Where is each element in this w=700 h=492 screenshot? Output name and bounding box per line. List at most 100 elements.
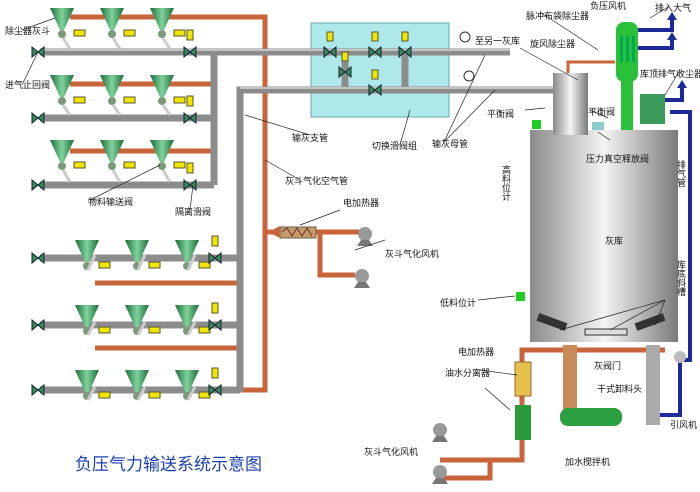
actuator-icon [371, 69, 379, 80]
actuator-icon [341, 51, 349, 62]
pressure-vacuum-relief-valve [592, 122, 604, 130]
hopper-unit [100, 140, 136, 183]
valve-icon [323, 45, 337, 59]
actuator-icon [186, 162, 194, 174]
valve-icon [208, 318, 222, 332]
exhaust-arrow-icon [667, 32, 677, 40]
cyclone-separator [553, 73, 588, 135]
conveying-pipes [40, 48, 555, 394]
hopper-fan-top-2 [354, 269, 370, 288]
actuator-icon [173, 161, 186, 169]
high-level-indicator [532, 120, 541, 129]
valve-icon [31, 383, 45, 397]
hopper-unit [175, 370, 211, 401]
roof-exhaust-filter [640, 94, 665, 124]
label-balance-valve-right: 平衡阀 [588, 106, 615, 118]
dry-unloading-head [646, 345, 660, 425]
hopper-unit [175, 240, 211, 271]
actuator-icon [123, 161, 136, 169]
hopper-unit [75, 370, 111, 401]
pulse-bag-filter [616, 22, 638, 130]
valve-icon [31, 251, 45, 265]
actuator-icon [211, 302, 219, 314]
bottom-chute [584, 328, 628, 336]
actuator-icon [73, 161, 86, 169]
actuator-icon [401, 31, 409, 42]
ash-gate-left [563, 345, 577, 425]
label-ash-gate: 灰阀门 [594, 360, 621, 372]
hopper-unit [50, 75, 86, 116]
actuator-icon [186, 29, 194, 41]
actuator-icon [98, 261, 111, 269]
pressure-gauge-icon [459, 31, 471, 43]
water-mixer [560, 408, 622, 426]
label-isolation-valve: 隔离滑阀 [175, 206, 211, 218]
hopper-unit [125, 240, 161, 271]
actuator-icon [123, 96, 136, 104]
label-fan-bottom: 灰斗气化风机 [364, 446, 418, 458]
hopper-unit [175, 305, 211, 336]
label-fan-top: 灰斗气化风机 [385, 248, 439, 260]
actuator-icon [173, 29, 186, 37]
label-to-other-silo: 至另一灰库 [475, 35, 520, 47]
actuator-icon [98, 326, 111, 334]
hopper-unit [125, 370, 161, 401]
hopper-unit [150, 8, 186, 50]
label-hopper: 除尘器灰斗 [5, 25, 50, 37]
label-silo: 灰库 [605, 235, 623, 247]
valve-icon [208, 251, 222, 265]
valve-icon [31, 111, 45, 125]
label-vacuum-fan: 负压风机 [590, 0, 626, 12]
label-high-level: 高料位计 [500, 164, 511, 202]
valve-icon [398, 45, 412, 59]
actuator-icon [98, 391, 111, 399]
label-dry-unloader: 干式卸料头 [597, 383, 642, 395]
valve-icon [183, 45, 197, 59]
bottom-chute [536, 313, 568, 331]
actuator-icon [198, 391, 211, 399]
label-hopper-air-pipe: 灰斗气化空气管 [285, 175, 348, 187]
actuator-icon [198, 326, 211, 334]
label-cyclone: 旋风除尘器 [530, 38, 575, 50]
actuator-icon [123, 29, 136, 37]
label-exhaust-pipe: 排气管 [675, 159, 686, 187]
hopper-unit [50, 8, 86, 50]
exhaust-pipes [638, 20, 692, 417]
label-main-pipe: 输灰母管 [432, 138, 468, 150]
diagram-title: 负压气力输送系统示意图 [75, 455, 262, 475]
actuator-icon [326, 31, 334, 42]
label-balance-valve-left: 平衡阀 [487, 108, 514, 120]
label-check-valve: 进气止回阀 [5, 79, 50, 91]
valve-icon [368, 45, 382, 59]
actuator-icon [73, 96, 86, 104]
valve-icon [368, 83, 382, 97]
actuator-icon [148, 326, 161, 334]
label-pulse-filter: 脉冲布袋除尘器 [526, 10, 589, 22]
valve-icon [31, 178, 45, 192]
hopper-unit [150, 75, 186, 116]
actuator-icon [198, 261, 211, 269]
label-oil-water-separator: 油水分离器 [445, 367, 490, 379]
valve-icon [208, 383, 222, 397]
label-heater-bottom: 电加热器 [458, 346, 494, 358]
label-to-atmosphere: 排入大气 [655, 2, 691, 14]
label-pressure-valve: 压力真空释放阀 [586, 153, 649, 165]
label-mixer: 加水搅拌机 [565, 456, 610, 468]
pressure-gauge-icon [463, 70, 475, 82]
label-heater-top: 电加热器 [343, 197, 379, 209]
valve-icon [31, 318, 45, 332]
label-branch-pipe: 输灰支管 [292, 132, 328, 144]
actuator-icon [211, 235, 219, 247]
exhaust-arrow-icon [667, 12, 677, 20]
low-level-indicator [516, 292, 525, 301]
electric-heater-bottom [514, 361, 532, 397]
label-roof-filter: 库顶排气收尘器 [640, 68, 700, 80]
label-material-valve: 物料输送阀 [88, 196, 133, 208]
hopper-fan-bottom-2 [432, 465, 448, 484]
label-bottom-chute: 库底斜槽 [675, 259, 686, 297]
hopper-fan-bottom-1 [432, 423, 448, 442]
switch-valve-group-box [310, 22, 450, 118]
hopper-unit [75, 240, 111, 271]
hopper-unit [50, 140, 86, 183]
